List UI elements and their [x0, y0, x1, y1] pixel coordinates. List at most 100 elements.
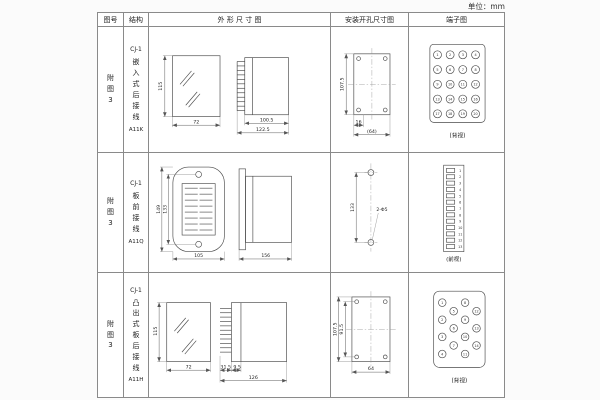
svg-text:7: 7 — [452, 344, 454, 348]
structure-body: 板前接线 — [132, 192, 140, 233]
front-view — [171, 54, 220, 117]
dim-height: 115 — [157, 81, 163, 90]
dim-depth-total: 122.5 — [256, 126, 270, 132]
dim-width: 72 — [185, 364, 191, 370]
dim-height: 149 — [156, 204, 162, 213]
fig-label: 附图3 — [107, 197, 114, 227]
spec-table: 图号 结构 外 形 尺 寸 图 安装开孔尺寸图 端子图 附图3 CJ-1 嵌入式… — [97, 12, 505, 398]
dim-hole-span: 133 — [162, 204, 168, 213]
svg-text:4: 4 — [474, 53, 476, 57]
dim-width: 105 — [194, 253, 203, 259]
holes-callout: 2-Φ5 — [376, 207, 387, 213]
fig-cell-row3: 附图3 — [98, 273, 124, 397]
svg-text:10: 10 — [447, 82, 451, 86]
structure-prefix: CJ-1 — [130, 286, 142, 294]
dim-depth-body: 100.5 — [259, 117, 273, 123]
structure-model: A11H — [128, 377, 144, 384]
dimensions: 115 72 100.5 122.5 — [157, 55, 289, 135]
view-label: (前视) — [446, 254, 461, 262]
svg-text:11: 11 — [460, 82, 464, 86]
fig-label: 附图3 — [107, 74, 114, 104]
svg-text:3: 3 — [459, 181, 461, 185]
svg-text:1: 1 — [459, 168, 461, 172]
svg-text:9: 9 — [464, 318, 466, 322]
dim-cutout-width: (64) — [367, 128, 377, 134]
svg-text:13: 13 — [435, 97, 439, 101]
structure-body: 嵌入式后接线 — [132, 58, 140, 121]
svg-text:12: 12 — [474, 310, 478, 314]
svg-text:8: 8 — [459, 213, 461, 217]
svg-text:1: 1 — [441, 301, 443, 305]
svg-text:16: 16 — [473, 97, 477, 101]
svg-text:17: 17 — [435, 112, 439, 116]
svg-text:14: 14 — [474, 344, 478, 348]
structure-body: 凸出式板后接线 — [132, 298, 140, 372]
connector-slots-right — [199, 187, 212, 230]
dim-width: 72 — [193, 119, 199, 125]
dim-height: 107.5 — [332, 322, 338, 336]
front-view — [165, 302, 211, 362]
side-view — [219, 302, 287, 362]
svg-text:5: 5 — [436, 67, 438, 71]
dimensions: 149 133 105 156 — [156, 166, 292, 261]
structure-model: A11Q — [128, 238, 144, 245]
mounting-cell-row3: 107.5 91.5 64 — [331, 273, 409, 397]
header-terminal-diagram: 端子图 — [409, 13, 504, 27]
svg-text:5: 5 — [452, 310, 454, 314]
terminal-comb — [219, 308, 231, 353]
dim-hole-offset: 16 — [355, 119, 361, 125]
svg-text:8: 8 — [464, 301, 466, 305]
dim-hole-span: 133 — [349, 203, 355, 212]
svg-text:15: 15 — [460, 97, 464, 101]
dim-cutout-height: 107.5 — [339, 77, 345, 91]
mounting-drawing-a11q: 133 2-Φ5 — [349, 162, 387, 252]
svg-text:13: 13 — [474, 327, 478, 331]
svg-text:1: 1 — [436, 53, 438, 57]
fig-label: 附图3 — [107, 319, 114, 350]
svg-text:6: 6 — [452, 327, 454, 331]
svg-text:8: 8 — [474, 67, 476, 71]
svg-text:10: 10 — [462, 335, 466, 339]
svg-text:9: 9 — [436, 82, 438, 86]
svg-text:6: 6 — [459, 200, 461, 204]
unit-label: 单位：mm — [467, 2, 505, 11]
structure-cell-row2: CJ-1 板前接线 A11Q — [124, 153, 149, 273]
svg-text:4: 4 — [441, 352, 443, 356]
outline-drawing-a11h: 115 72 31.5 9.5 126 — [153, 302, 287, 383]
mounting-drawing-a11h: 107.5 91.5 64 — [332, 291, 396, 375]
outline-cell-row2: 149 133 105 156 — [149, 153, 331, 273]
fig-cell-row2: 附图3 — [98, 153, 124, 273]
mounting-cell-row2: 133 2-Φ5 — [331, 153, 409, 273]
svg-text:5: 5 — [459, 194, 461, 198]
svg-text:14: 14 — [447, 97, 451, 101]
dimensions: 115 72 31.5 9.5 126 — [153, 302, 287, 383]
svg-text:3: 3 — [441, 335, 443, 339]
outline-cell-row3: 115 72 31.5 9.5 126 — [149, 273, 331, 397]
svg-text:7: 7 — [459, 206, 461, 210]
svg-text:12: 12 — [473, 82, 477, 86]
svg-text:7: 7 — [461, 67, 463, 71]
svg-text:9: 9 — [459, 219, 461, 223]
dim-inner-height: 91.5 — [339, 324, 345, 335]
outline-drawing-a11q: 149 133 105 156 — [156, 166, 292, 261]
dim-comb-depth: 31.5 — [220, 364, 231, 370]
svg-text:2: 2 — [449, 53, 451, 57]
svg-text:6: 6 — [449, 67, 451, 71]
header-mounting-dims: 安装开孔尺寸图 — [331, 13, 409, 27]
svg-text:12: 12 — [458, 238, 462, 242]
svg-text:2: 2 — [459, 175, 461, 179]
structure-prefix: CJ-1 — [130, 46, 142, 54]
svg-text:13: 13 — [458, 245, 462, 249]
connector-slots-left — [184, 187, 198, 230]
header-fig-no: 图号 — [98, 13, 124, 27]
view-label: (背视) — [449, 131, 465, 139]
structure-cell-row1: CJ-1 嵌入式后接线 A11K — [124, 27, 149, 153]
